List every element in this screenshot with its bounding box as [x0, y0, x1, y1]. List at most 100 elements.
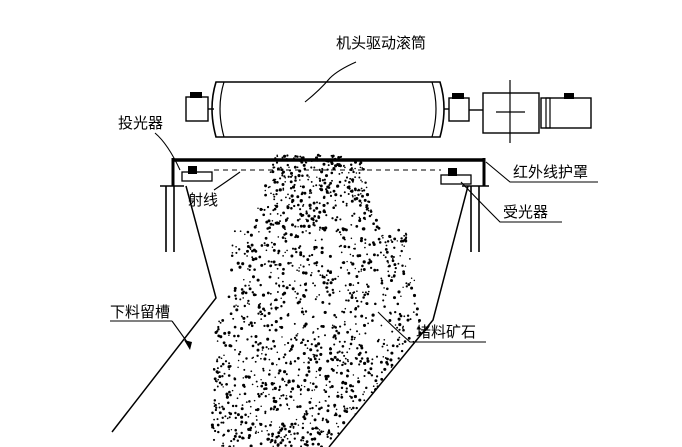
ore-particle — [228, 368, 230, 371]
ore-particle — [262, 369, 265, 372]
ore-particle — [220, 421, 223, 424]
ore-particle — [283, 353, 287, 356]
ore-particle — [293, 432, 296, 435]
ore-particle — [358, 398, 362, 402]
ore-particle — [417, 318, 422, 323]
ore-particle — [363, 391, 365, 393]
ore-particle — [289, 360, 292, 363]
ore-particle — [247, 299, 250, 303]
ore-particle — [389, 278, 394, 283]
ore-particle — [366, 285, 370, 288]
ore-particle — [273, 386, 277, 390]
ore-particle — [358, 216, 361, 219]
ore-particle — [288, 197, 291, 200]
ore-particle — [263, 242, 266, 245]
ore-particle — [263, 324, 266, 328]
ore-particle — [253, 374, 256, 376]
ore-particle — [275, 298, 278, 302]
ore-particle — [217, 430, 220, 434]
ore-particle — [276, 351, 279, 354]
ore-particle — [217, 325, 220, 329]
ore-particle — [318, 366, 322, 370]
ore-particle — [274, 306, 278, 310]
ore-particle — [353, 291, 356, 294]
ore-particle — [233, 334, 236, 338]
ore-particle — [218, 381, 222, 385]
ore-particle — [307, 214, 311, 218]
ore-particle — [293, 437, 296, 440]
ore-particle — [354, 413, 357, 415]
ore-particle — [251, 291, 254, 294]
ore-particle — [317, 269, 320, 273]
ore-particle — [360, 270, 362, 272]
ore-particle — [358, 343, 361, 346]
ore-particle — [272, 339, 275, 343]
ore-particle — [302, 294, 306, 298]
ore-particle — [339, 371, 343, 375]
ore-particle — [251, 256, 254, 259]
ore-particle — [248, 284, 250, 287]
ore-particle — [349, 407, 351, 409]
ore-particle — [312, 209, 316, 212]
ore-particle — [223, 372, 226, 375]
ore-particle — [314, 427, 316, 430]
ore-particle — [324, 390, 328, 394]
ore-particle — [217, 378, 220, 381]
ore-particle — [286, 163, 289, 167]
ore-particle — [314, 156, 319, 160]
ore-particle — [276, 167, 280, 171]
ore-particle — [300, 214, 303, 218]
ore-particle — [386, 260, 389, 263]
ore-particle — [362, 323, 367, 327]
ore-particle — [315, 264, 318, 267]
ore-particle — [314, 284, 316, 287]
ore-particle — [354, 167, 356, 170]
ore-particle — [350, 389, 354, 392]
ore-particle — [367, 290, 370, 293]
ore-particle — [312, 332, 314, 334]
ore-particle — [277, 431, 281, 435]
ore-particle — [251, 257, 255, 262]
ore-particle — [320, 430, 323, 433]
ore-particle — [310, 397, 312, 400]
ore-particle — [335, 329, 338, 333]
ore-particle — [295, 338, 298, 342]
ore-particle — [400, 249, 403, 253]
ore-particle — [243, 320, 246, 323]
ore-particle — [284, 343, 286, 346]
ore-particle — [349, 328, 352, 331]
ore-particle — [361, 227, 365, 231]
ore-particle — [242, 316, 246, 320]
ore-particle — [357, 377, 360, 379]
ore-particle — [342, 261, 346, 265]
ore-particle — [308, 254, 311, 257]
ore-particle — [288, 284, 291, 287]
ore-particle — [285, 373, 288, 376]
ore-particle — [356, 290, 358, 293]
ore-particle — [261, 381, 265, 385]
ore-particle — [226, 429, 230, 433]
ore-particle — [297, 226, 299, 228]
ore-particle — [398, 343, 401, 346]
ore-particle — [269, 408, 272, 411]
ore-particle — [300, 341, 304, 344]
ore-particle — [341, 344, 345, 348]
ore-particle — [315, 219, 318, 223]
ore-particle — [215, 330, 218, 333]
ore-particle — [349, 253, 352, 256]
ore-particle — [312, 221, 315, 225]
ore-particle — [332, 291, 335, 294]
ore-particle — [390, 351, 394, 355]
ore-particle — [401, 264, 404, 267]
ore-particle — [339, 325, 342, 328]
ore-particle — [327, 404, 330, 408]
ore-particle — [279, 403, 282, 407]
ore-particle — [264, 244, 266, 246]
ore-particle — [413, 302, 416, 305]
ore-particle — [366, 359, 370, 363]
ore-particle — [320, 250, 324, 255]
ore-particle — [220, 357, 223, 360]
ore-particle — [331, 368, 335, 372]
ore-particle — [294, 179, 297, 182]
ore-particle — [261, 353, 263, 355]
